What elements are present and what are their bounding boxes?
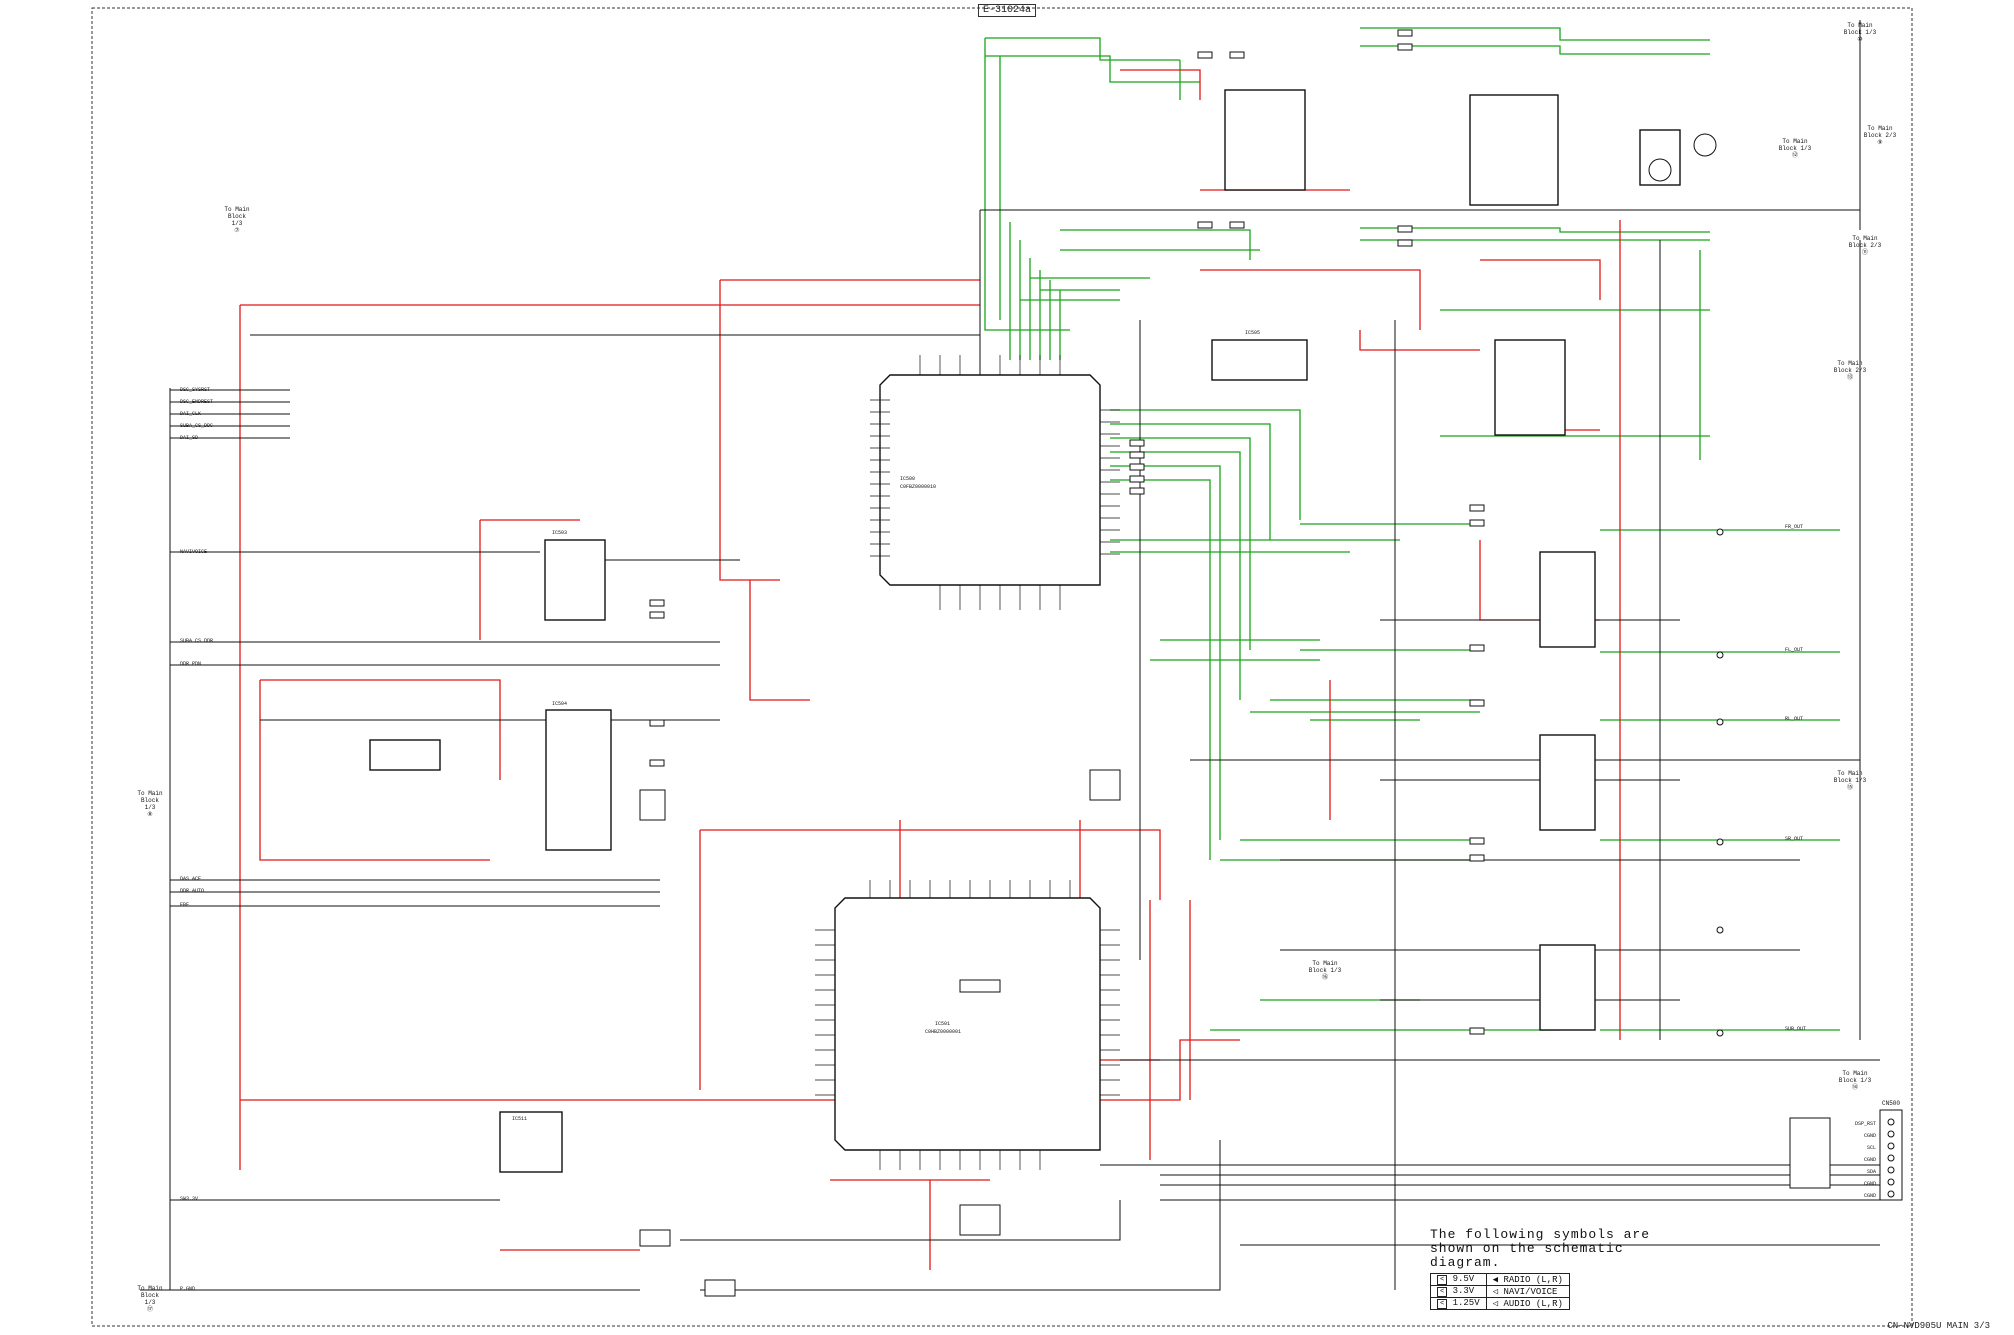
dsp-pin-stubs bbox=[870, 355, 1120, 610]
output-label-sub: SUB_OUT bbox=[1785, 1026, 1807, 1032]
legend-title-line2: shown on the schematic diagram. bbox=[1430, 1241, 1624, 1270]
label-ic503: IC503 bbox=[552, 530, 567, 536]
ic-opamp-508-body bbox=[1494, 339, 1566, 436]
ic-clock-body bbox=[544, 539, 606, 621]
net-label: SUBA_CS_DDC bbox=[180, 423, 214, 429]
power-symbol-icon: < bbox=[1437, 1287, 1448, 1297]
symbol-legend: The following symbols are shown on the s… bbox=[1430, 1228, 1660, 1310]
legend-row: < 1.25V ◁ AUDIO (L,R) bbox=[1430, 1297, 1570, 1310]
net-label-das-ace: DAS_ACE bbox=[180, 876, 202, 882]
ic-ddr-body bbox=[834, 897, 1101, 1151]
passive-components bbox=[639, 29, 1903, 1297]
ic-opamp-509-body bbox=[1539, 551, 1596, 648]
ic-opamp-505-body bbox=[1211, 339, 1308, 381]
label-ic500-ref: IC500 bbox=[900, 476, 915, 482]
ic-pll-body bbox=[545, 709, 612, 851]
connector-cn500-label: CN500 bbox=[1882, 1100, 1901, 1107]
net-label-suba-cs: SUBA_CS_DDR bbox=[180, 638, 214, 644]
red-power-nets bbox=[239, 69, 1621, 1270]
output-label-sr: SR_OUT bbox=[1785, 836, 1804, 842]
ic-main-dsp-body bbox=[879, 374, 1101, 586]
power-symbol-icon: < bbox=[1437, 1275, 1448, 1285]
net-label: DAI_SD bbox=[180, 435, 199, 441]
sheet-title: CN-NVD905U MAIN 3/3 bbox=[1887, 1321, 1990, 1331]
power-symbol-icon: < bbox=[1437, 1299, 1448, 1309]
output-label-rl: RL_OUT bbox=[1785, 716, 1804, 722]
output-label-fl: FL_OUT bbox=[1785, 647, 1804, 653]
net-label-sw33: SW3.3V bbox=[180, 1196, 199, 1202]
label-ic501-ref: IC501 bbox=[935, 1021, 950, 1027]
transistors bbox=[1648, 133, 1717, 182]
net-label: DSC_ENDREST bbox=[180, 399, 214, 405]
arrow-icon: ◀ bbox=[1492, 1274, 1499, 1285]
connector-pins bbox=[1716, 528, 1895, 1198]
legend-row: < 3.3V ◁ NAVI/VOICE bbox=[1430, 1285, 1570, 1298]
ic-opamp-506-body bbox=[1224, 89, 1306, 191]
left-net-labels: DSC_SYSRST DSC_ENDREST DAI_CLK SUBA_CS_D… bbox=[180, 384, 213, 444]
ic-opamp-510-body bbox=[1539, 734, 1596, 831]
label-ic500-part: C0FBZ0000010 bbox=[900, 484, 936, 490]
ddr-pin-stubs bbox=[815, 880, 1120, 1170]
output-label-fr: FR_OUT bbox=[1785, 524, 1804, 530]
ic-regulator-body bbox=[499, 1111, 563, 1173]
green-signal-nets bbox=[984, 27, 1840, 1031]
label-ic511: IC511 bbox=[512, 1116, 527, 1122]
label-ic504: IC504 bbox=[552, 701, 567, 707]
tiny-labels: IC500 C0FBZ0000010 IC501 C0HBZ0000001 IC… bbox=[512, 330, 1260, 1122]
label-ic505: IC505 bbox=[1245, 330, 1260, 336]
ic-transistor-block bbox=[1639, 129, 1681, 186]
legend-title-line1: The following symbols are bbox=[1430, 1227, 1651, 1242]
black-nets bbox=[140, 20, 1880, 1291]
ic-opamp-507-body bbox=[1469, 94, 1559, 206]
arrow-icon: ◁ bbox=[1492, 1286, 1499, 1297]
sheet-border bbox=[91, 7, 1913, 1327]
label-ic501-part: C0HBZ0000001 bbox=[925, 1029, 961, 1035]
ic-bodies bbox=[369, 89, 1681, 1173]
ic-crystal-body bbox=[369, 739, 441, 771]
net-label-pgnd: P.GND bbox=[180, 1286, 196, 1292]
transistor-q2 bbox=[1648, 158, 1672, 182]
legend-table: < 9.5V ◀ RADIO (L,R) < 3.3V ◁ NAVI/VOICE… bbox=[1430, 1273, 1570, 1310]
net-label-ddr-pdn: DDR_PDN bbox=[180, 661, 202, 667]
ic-opamp-516-body bbox=[1539, 944, 1596, 1031]
transistor-q1 bbox=[1693, 133, 1717, 157]
connector-pin-labels: DSP_RST CGND SCL CGND SDA CGND CGND bbox=[1854, 1121, 1876, 1199]
net-label-ddr-auto: DDR_AUTO bbox=[180, 888, 205, 894]
net-label-ebf: EBF bbox=[180, 902, 190, 908]
drawing-number-tag: E-31024a bbox=[978, 4, 1037, 17]
net-label-navivoice: NAVIVOICE bbox=[180, 549, 208, 555]
net-label: DSC_SYSRST bbox=[180, 387, 211, 393]
legend-row: < 9.5V ◀ RADIO (L,R) bbox=[1430, 1273, 1570, 1286]
arrow-icon: ◁ bbox=[1492, 1298, 1499, 1309]
net-label: DAI_CLK bbox=[180, 411, 202, 417]
